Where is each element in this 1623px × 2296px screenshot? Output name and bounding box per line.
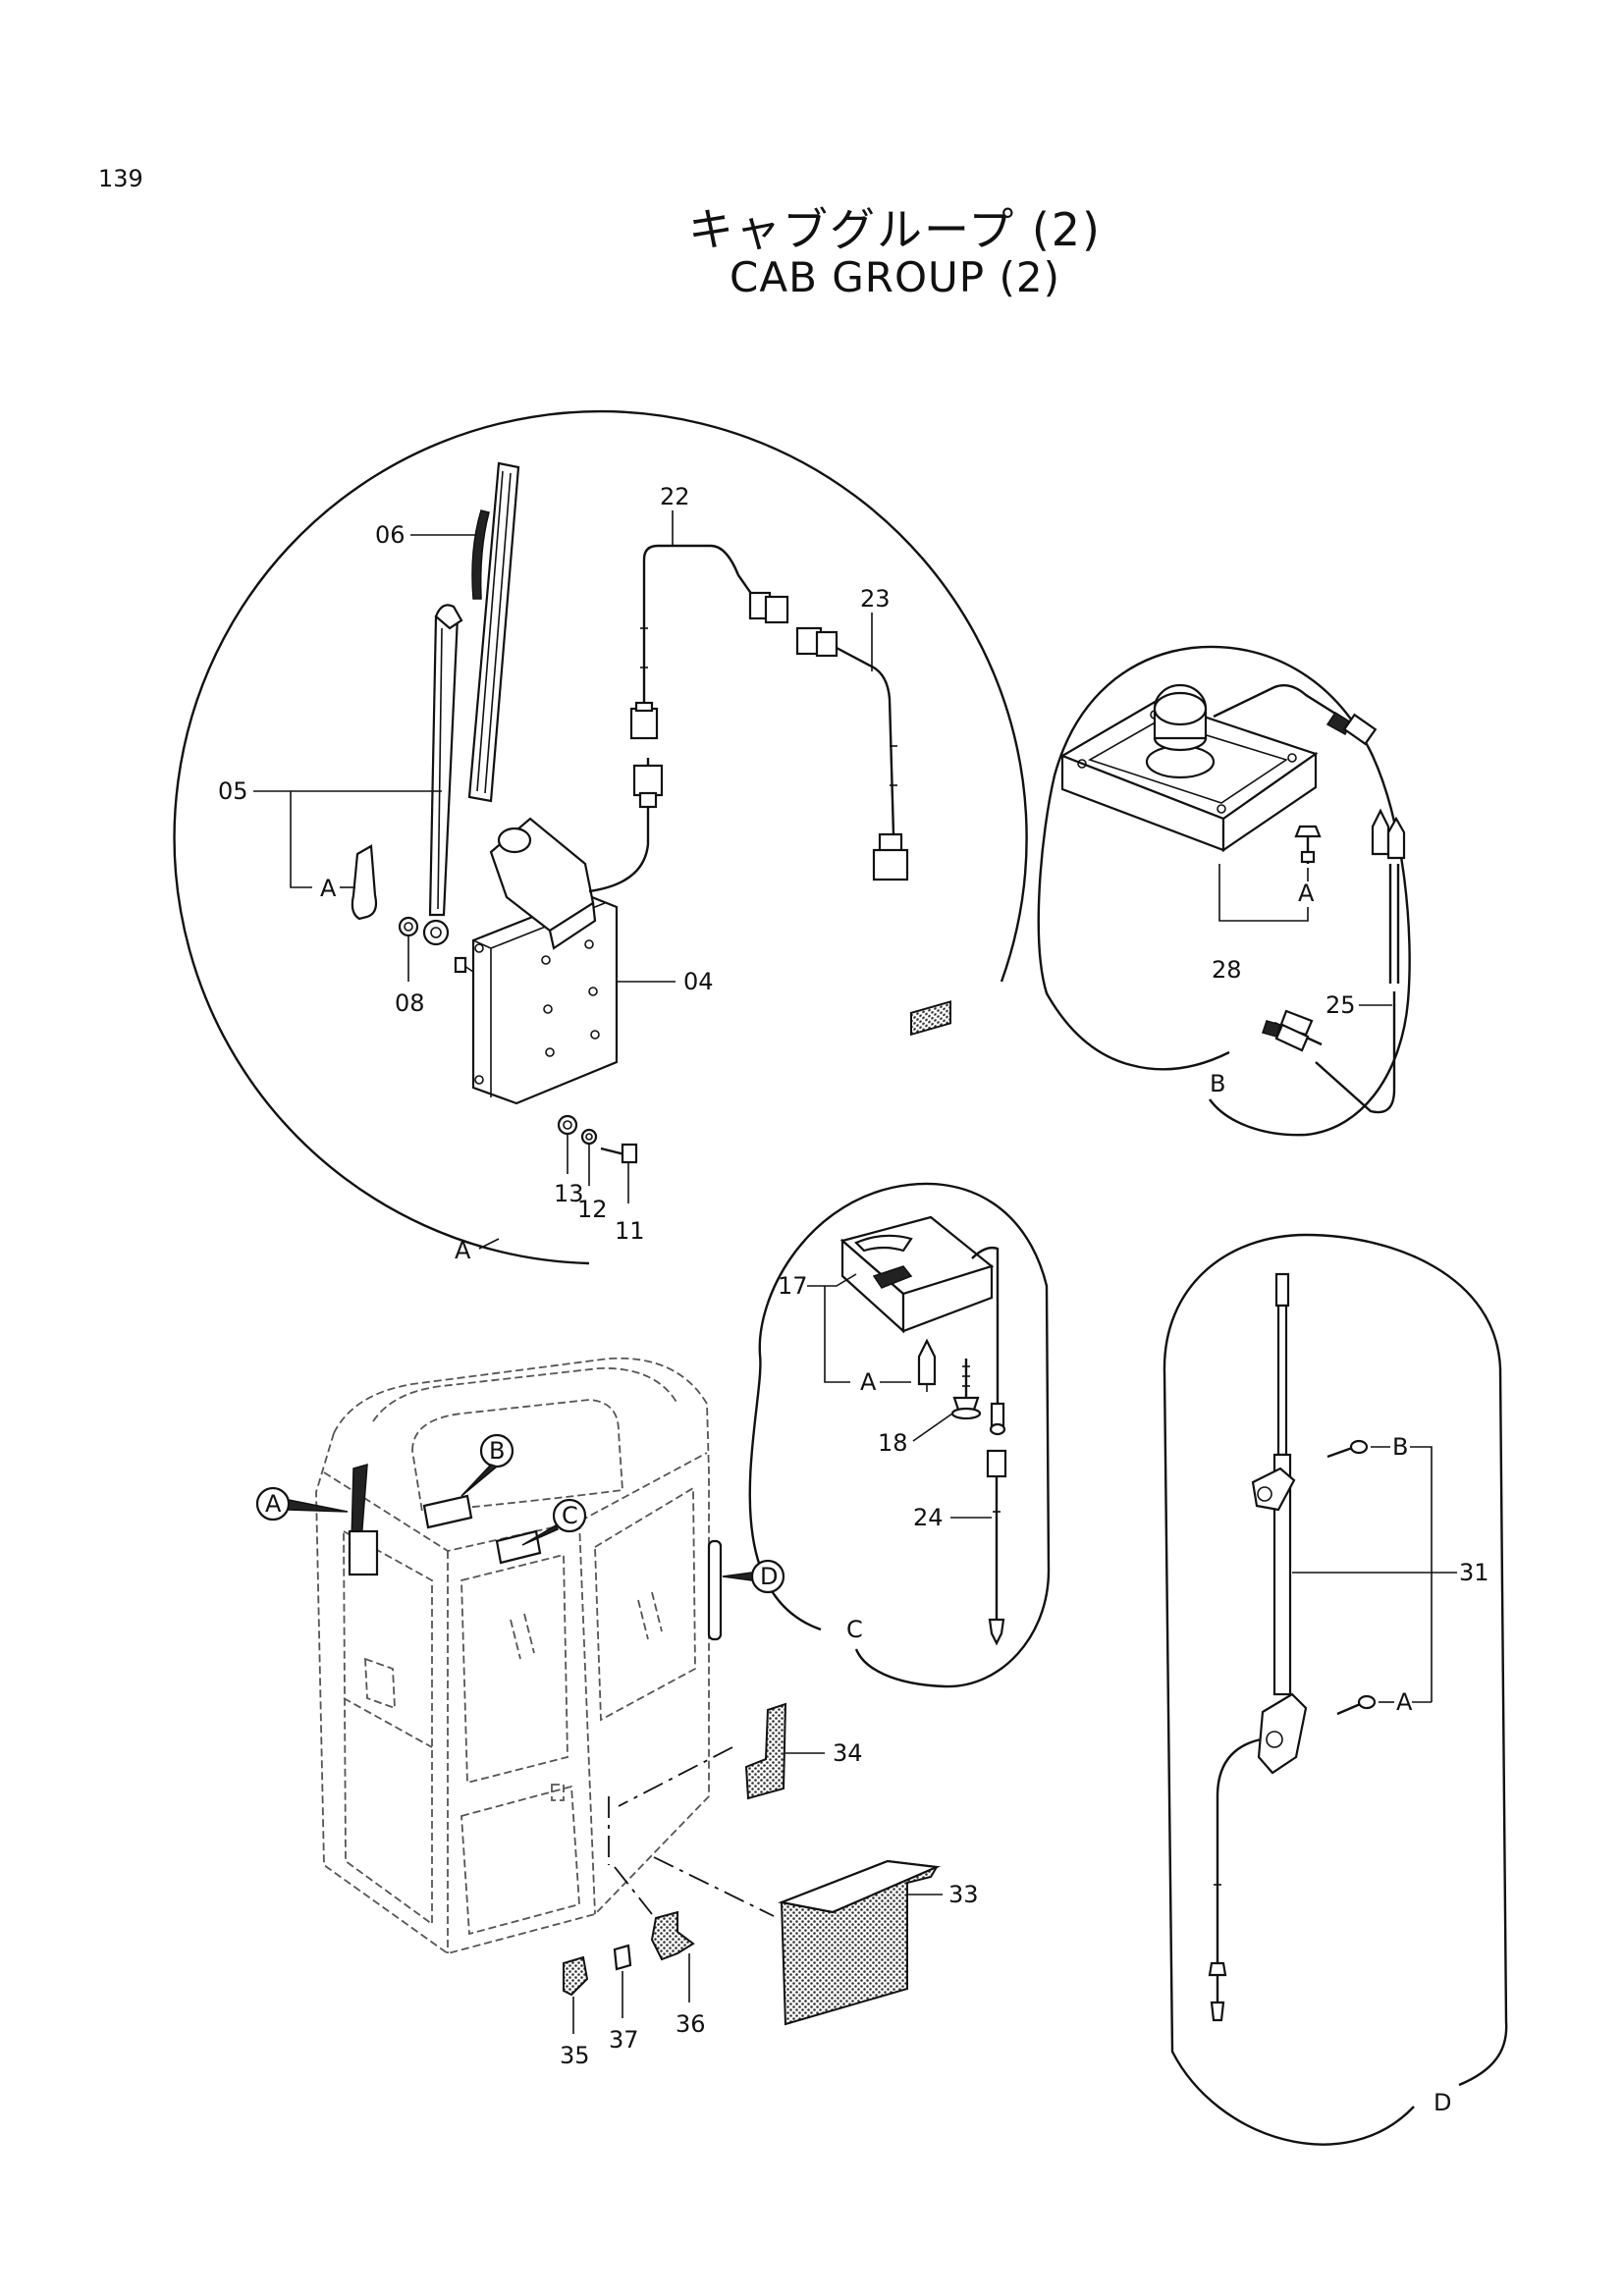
detail-c-group: C (748, 1000, 1051, 1688)
label-23: 23 (860, 585, 891, 613)
detail-b-group: B (1037, 645, 1411, 1137)
detail-b-outline (1037, 645, 1411, 1137)
label-12: 12 (577, 1196, 608, 1223)
detail-a-label: A (455, 1237, 471, 1264)
page-number: 139 (98, 165, 143, 192)
label-06: 06 (375, 521, 406, 549)
label-d-b-ref: B (1392, 1433, 1408, 1461)
label-37: 37 (609, 2026, 639, 2054)
cab-lamp (839, 1000, 1006, 1436)
detail-d-label: D (1434, 2089, 1451, 2116)
part-36 (650, 1910, 695, 1961)
part-35 (563, 1955, 589, 1997)
washer-12 (580, 1128, 598, 1146)
washer-08 (398, 916, 419, 937)
label-17: 17 (778, 1272, 808, 1300)
label-13: 13 (554, 1180, 584, 1207)
detail-c-outline (748, 1182, 1051, 1688)
label-24: 24 (913, 1504, 944, 1531)
screw-a-antenna (1336, 1694, 1377, 1716)
label-22: 22 (660, 483, 690, 510)
horn (1059, 683, 1378, 853)
detail-a-outline (173, 409, 1028, 1265)
label-33: 33 (948, 1881, 979, 1908)
screw-11 (600, 1143, 638, 1164)
label-35: 35 (560, 2042, 590, 2069)
title-english: CAB GROUP (2) (730, 253, 1060, 301)
harness-22 (629, 544, 789, 844)
part-34 (744, 1702, 787, 1800)
label-18: 18 (878, 1429, 908, 1457)
pivot-cap (351, 844, 378, 921)
label-08: 08 (395, 989, 425, 1017)
cab-callout-c: C (562, 1502, 578, 1529)
cab-parts-lower: 34 33 35 37 36 (560, 1702, 979, 2069)
label-11: 11 (615, 1217, 645, 1245)
screw-18 (950, 1359, 982, 1420)
title-japanese: キャブグループ (2) (687, 203, 1103, 256)
detail-b-label: B (1210, 1070, 1225, 1097)
label-c-a-ref: A (860, 1368, 877, 1396)
cab-callout-a: A (265, 1490, 282, 1518)
harness-23 (795, 626, 909, 881)
cab-callout-b: B (489, 1437, 505, 1465)
cab-callouts: A B C D (255, 1433, 785, 1594)
label-36: 36 (676, 2010, 706, 2038)
label-b-a-ref: A (1298, 880, 1315, 907)
label-31: 31 (1459, 1559, 1489, 1586)
part-37 (613, 1944, 632, 1971)
detail-d-group: D (1163, 1233, 1508, 2146)
wiper-motor-assembly (454, 758, 650, 1105)
detail-a-group: A (173, 409, 1028, 1265)
label-d-a-ref: A (1396, 1688, 1413, 1716)
cab-callout-c-circle (552, 1498, 587, 1533)
label-34: 34 (833, 1739, 863, 1767)
antenna (1208, 1272, 1308, 2022)
cab-body (315, 1357, 710, 1954)
bulb (917, 1338, 937, 1392)
washer-13 (557, 1114, 578, 1136)
screw-b-antenna (1326, 1439, 1369, 1459)
label-04: 04 (683, 968, 714, 995)
label-a-ref: A (320, 875, 337, 902)
detail-c-label: C (846, 1616, 863, 1643)
wiper-arm (422, 604, 463, 946)
label-28: 28 (1212, 956, 1242, 984)
cab-mounted-parts (348, 1463, 723, 1641)
detail-d-outline (1163, 1233, 1508, 2146)
wiper-blade (467, 461, 520, 803)
cab-callout-d: D (760, 1563, 778, 1590)
harness-25 (1262, 808, 1406, 1114)
bolt-horn (1294, 825, 1322, 864)
harness-24 (986, 1449, 1007, 1646)
label-25: 25 (1325, 991, 1356, 1019)
label-05: 05 (218, 777, 248, 805)
